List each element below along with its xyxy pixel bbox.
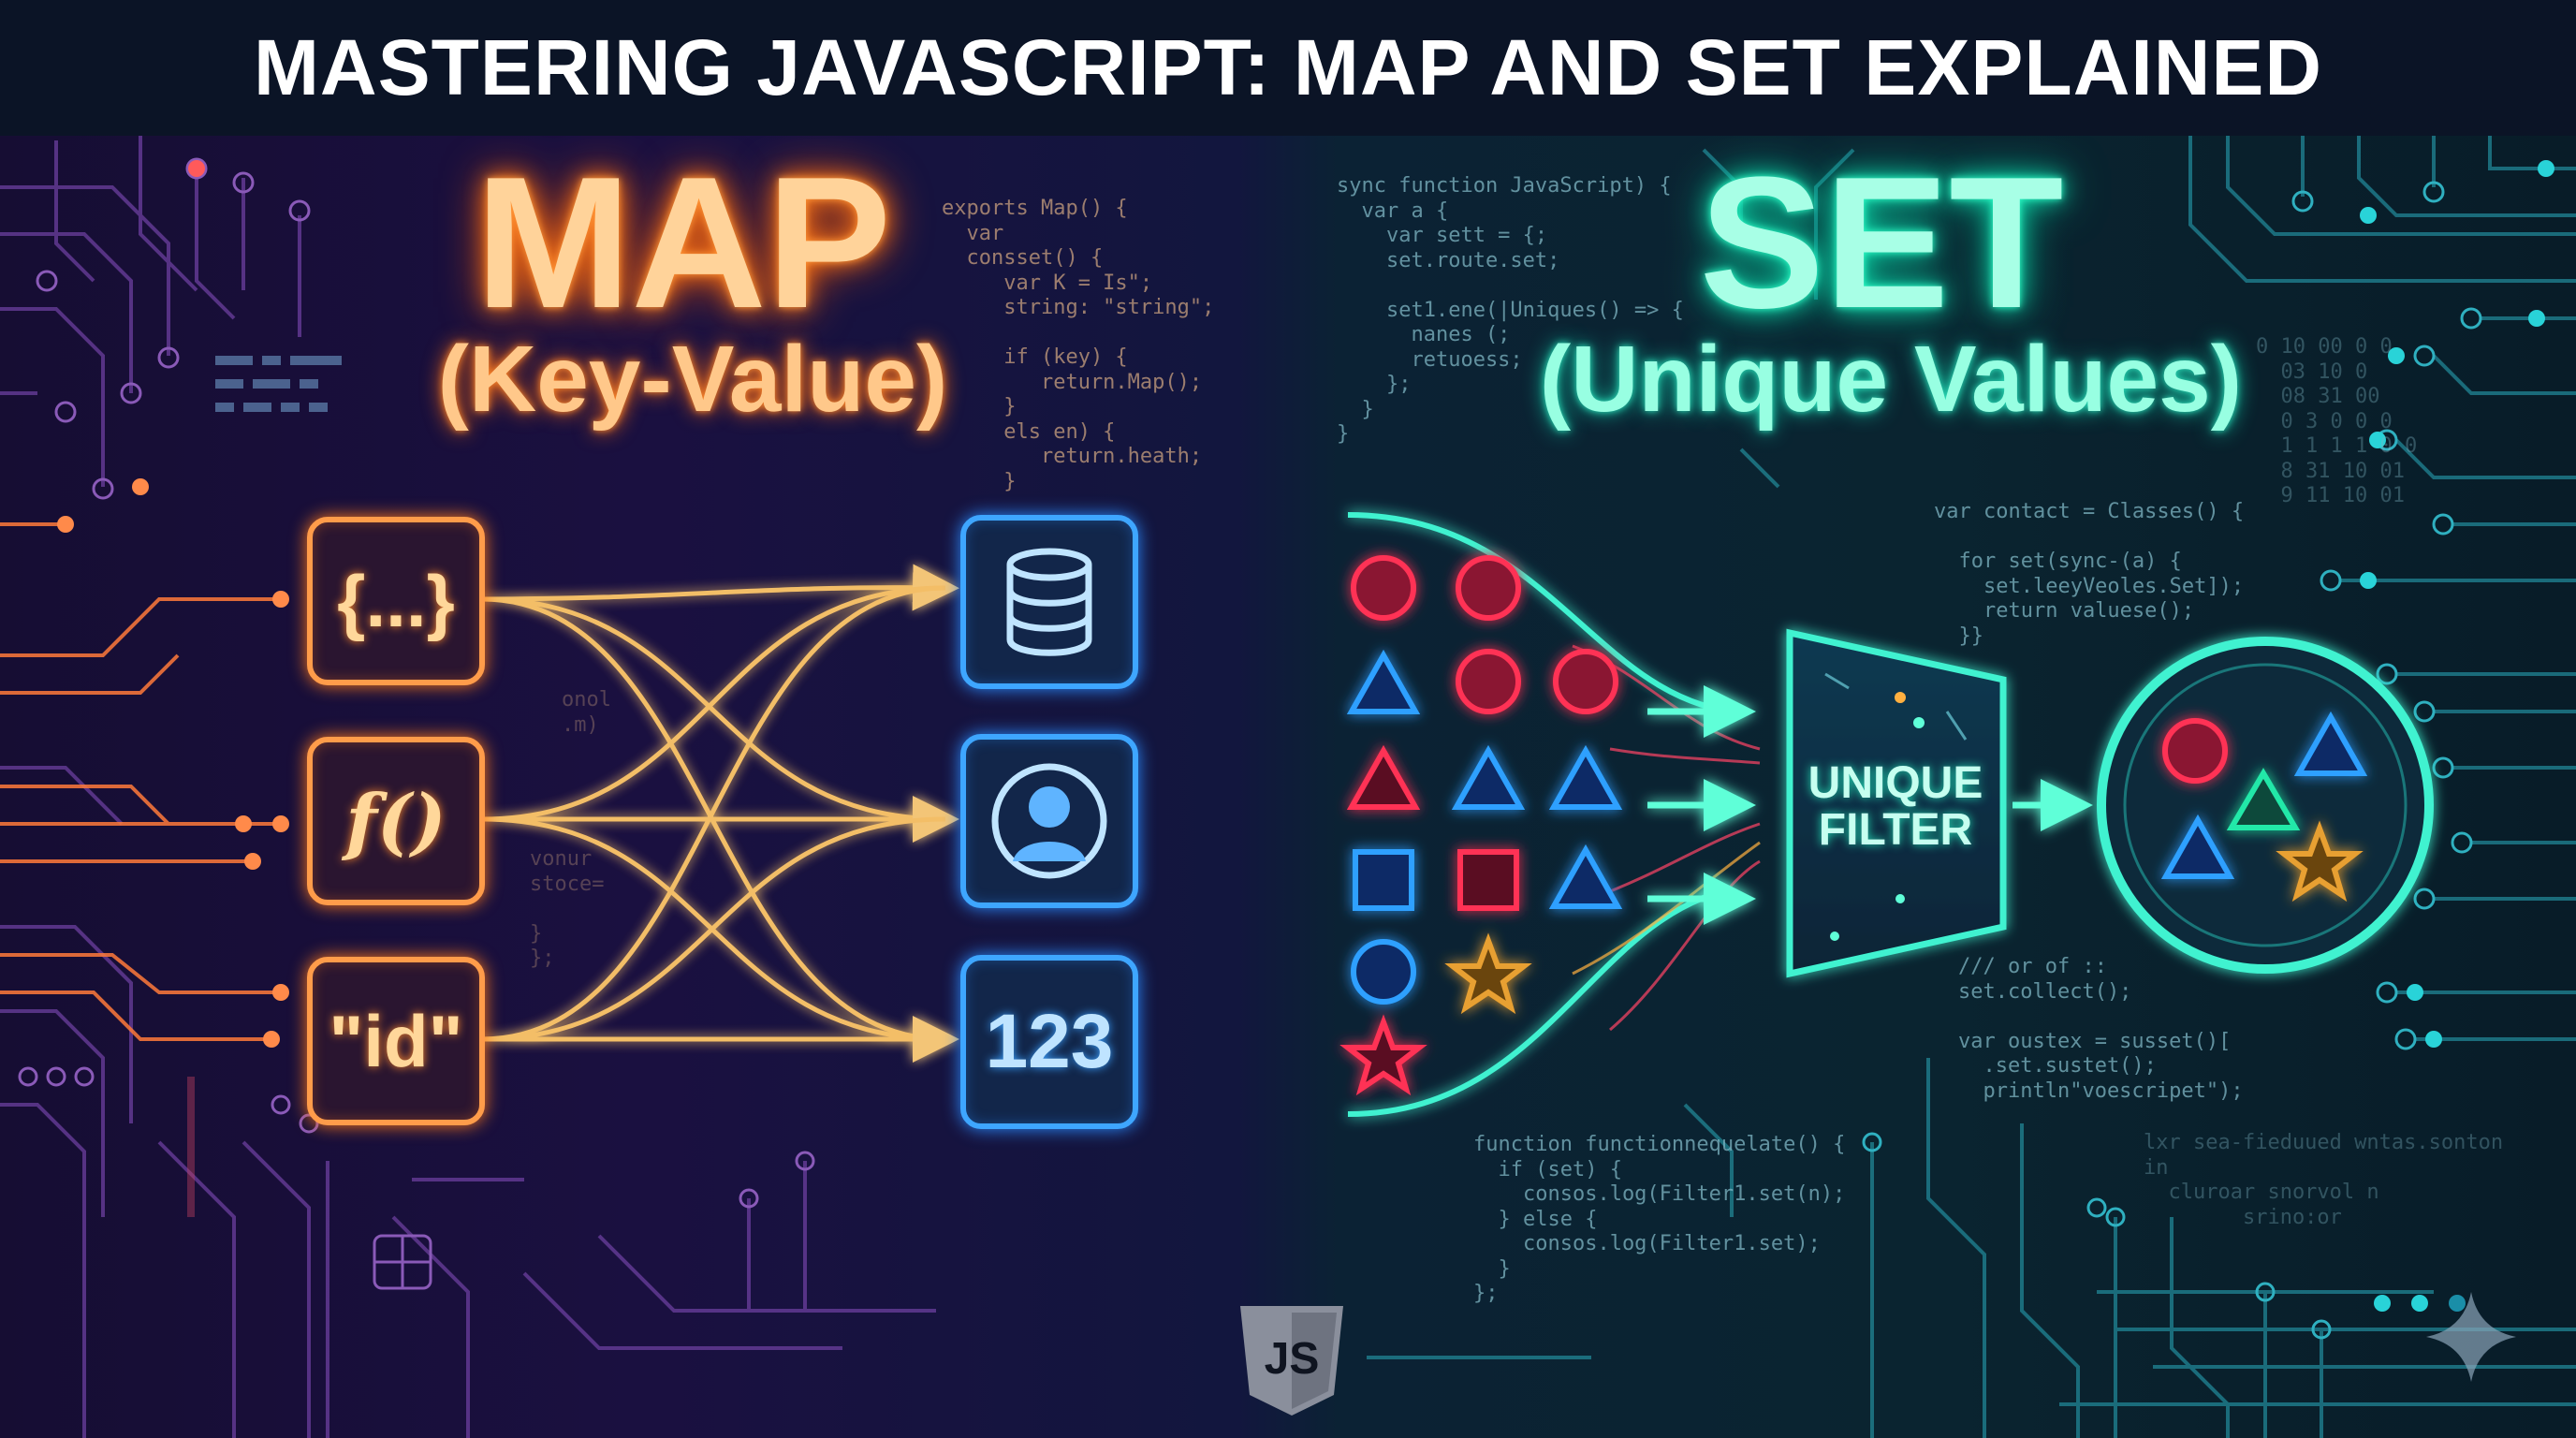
right-circuit-pads xyxy=(1862,181,2482,1340)
set-code-mid: var contact = Classes() { for set(sync-(… xyxy=(1934,500,2245,648)
set-title: SET xyxy=(1699,139,2064,347)
title-bar: MASTERING JAVASCRIPT: MAP AND SET EXPLAI… xyxy=(0,0,2576,136)
js-logo: JS xyxy=(1245,1311,1339,1416)
set-code-low: /// or of :: set.collect(); var oustex =… xyxy=(1958,955,2244,1103)
map-key-object-label: {...} xyxy=(337,559,455,642)
unique-filter-text: UNIQUE FILTER xyxy=(1808,758,1983,855)
left-circuit-traces-bright xyxy=(0,522,281,1041)
right-circuit-dots xyxy=(2360,160,2554,1312)
map-value-database xyxy=(960,515,1138,689)
set-code-top: sync function JavaScript) { var a { var … xyxy=(1337,174,1684,446)
map-value-number-label: 123 xyxy=(985,999,1114,1084)
js-shield-icon xyxy=(1240,1306,1343,1416)
map-code-snippet: exports Map() { var consset() { var K = … xyxy=(942,197,1215,493)
left-circuit-traces xyxy=(0,136,936,1438)
map-code-side: vonur stoce= } }; xyxy=(530,847,605,970)
set-subtitle: (Unique Values) xyxy=(1539,327,2243,432)
user-icon xyxy=(991,763,1107,879)
map-connection-lines xyxy=(481,564,959,1063)
js-logo-text: JS xyxy=(1264,1333,1320,1384)
set-input-bracket xyxy=(1347,512,1733,1117)
database-icon xyxy=(1006,548,1092,656)
sparkle-icon xyxy=(2426,1292,2516,1382)
unique-filter-box xyxy=(1786,628,2007,978)
set-code-noise: lxr sea-fieduued wntas.sonton in cluroar… xyxy=(2144,1131,2504,1229)
unique-set-shapes xyxy=(2160,711,2368,902)
map-key-object: {...} xyxy=(307,517,485,685)
set-flow-arrows xyxy=(1647,685,2093,925)
unique-filter-label: UNIQUE FILTER xyxy=(1788,760,2003,854)
page-title: MASTERING JAVASCRIPT: MAP AND SET EXPLAI… xyxy=(253,23,2323,111)
left-circuit-dots xyxy=(57,160,289,1048)
right-circuit-traces xyxy=(1367,136,2576,1438)
map-title: MAP xyxy=(475,139,892,347)
map-value-user xyxy=(960,734,1138,908)
map-code-noise: onol .m) xyxy=(562,688,611,737)
map-subtitle: (Key-Value) xyxy=(437,327,948,432)
set-code-bottom: function functionnequelate() { if (set) … xyxy=(1473,1133,1846,1305)
map-key-function: f() xyxy=(307,737,485,905)
map-value-number: 123 xyxy=(960,955,1138,1129)
map-key-string-label: "id" xyxy=(329,999,463,1082)
set-code-binary: 0 10 00 0 0 03 10 0 08 31 00 0 3 0 0 0 1… xyxy=(2256,335,2418,507)
left-data-bars xyxy=(187,356,342,1217)
map-key-function-label: f() xyxy=(345,778,446,864)
map-key-string: "id" xyxy=(307,957,485,1125)
set-input-shapes xyxy=(1339,555,1623,1096)
